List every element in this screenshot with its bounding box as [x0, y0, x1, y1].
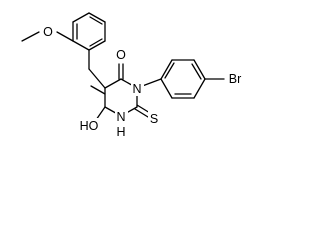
bond-aryl4 [88, 40, 106, 51]
bond-c2-sulfur-a [136, 104, 151, 114]
thione-sulfur-bg [148, 111, 161, 126]
methoxy-oxygen-bg [42, 24, 55, 39]
bond-vinyl-c5-double-b [90, 85, 106, 95]
bond-c2-sulfur-b [134, 108, 149, 118]
bond-aryl2-inner [89, 16, 103, 25]
top-carbonyl-oxygen-bg [114, 47, 127, 62]
ring-nitrogen-3-label: N [116, 110, 125, 124]
atom-labels: O O N Br S N H HO [42, 24, 244, 139]
bonds [21, 12, 225, 121]
bromine-label: Br [229, 72, 242, 86]
top-carbonyl-oxygen-label: O [116, 48, 126, 62]
ring-nitrogen-1-label: N [132, 82, 141, 96]
bond-aryl1 [72, 12, 90, 23]
ring-nitrogen-3-bg [115, 109, 128, 124]
hydroxyl-oxygen-label: HO [80, 119, 99, 133]
bond-bromoaryl4 [193, 78, 206, 99]
bond-bromoaryl6 [160, 78, 173, 99]
bond-vinyl-c5-double-a [88, 68, 106, 89]
bond-aryl5 [72, 40, 90, 51]
bromine-bg [226, 71, 244, 86]
chemical-structure-canvas: O O N Br S N H HO [21, 12, 244, 139]
bond-oxygen-methyl [21, 31, 40, 42]
structure-svg: O O N Br S N H HO [21, 12, 244, 139]
methoxy-oxygen-label: O [43, 25, 53, 39]
ring-nitrogen-1-bg [131, 81, 144, 96]
ring-nitrogen-3-hydrogen-label: H [116, 125, 125, 139]
bond-aryl4-inner [89, 38, 103, 47]
bond-bromoaryl3-inner [191, 63, 202, 80]
bond-aryl2 [88, 12, 106, 23]
thione-sulfur-label: S [150, 112, 158, 126]
bond-bromoaryl3 [193, 59, 206, 80]
bond-aryl-oxygen [56, 31, 74, 42]
bond-bromoaryl1-inner [164, 62, 175, 79]
bond-c4-hydroxyl [95, 106, 106, 121]
bond-c5-c6 [104, 78, 122, 89]
hydroxyl-oxygen-bg [78, 118, 100, 133]
bond-bromoaryl1 [160, 59, 173, 80]
